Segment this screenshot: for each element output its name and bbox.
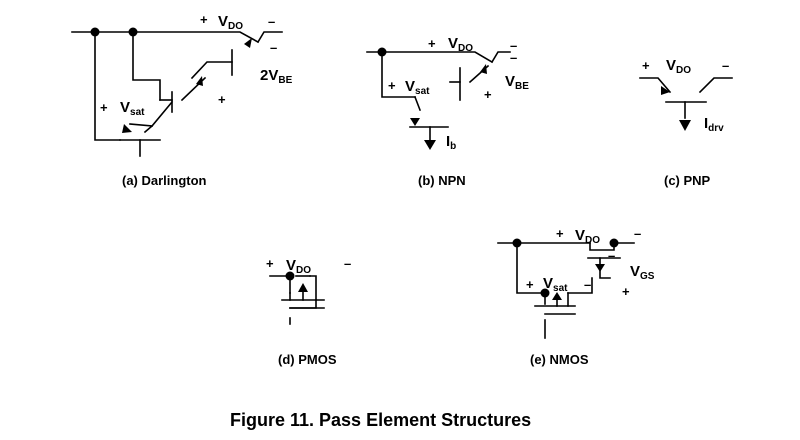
vdo-label: VDO (575, 227, 600, 246)
emitter-arrow-icon (480, 64, 487, 74)
vdo-label: VDO (218, 13, 243, 32)
nmos-arrow-icon (552, 292, 562, 300)
vsat-minus-sign: – (584, 277, 591, 292)
current-arrow-icon (424, 140, 436, 150)
vdo-plus-sign: + (642, 58, 650, 73)
emitter-arrow-icon (196, 76, 203, 86)
emitter-arrow-icon (122, 124, 132, 133)
vdo-plus-sign: + (266, 256, 274, 271)
ib-label: Ib (446, 133, 456, 152)
vsat-label: Vsat (120, 99, 145, 118)
vdo-minus-sign: – (634, 226, 641, 241)
npn-circuit: + VDO – – VBE + + Vsat Ib (b) NPN (366, 35, 529, 188)
darlington-circuit: + VDO – – 2VBE + + Vsat (a) Darlington (71, 12, 293, 188)
vsat-label: Vsat (543, 275, 568, 294)
nmos-circuit: + VDO – – VGS + + Vsat – (e) NMOS (497, 226, 655, 367)
pnp-circuit: + VDO – Idrv (c) PNP (639, 57, 733, 188)
vdo-label: VDO (448, 35, 473, 54)
caption-nmos: (e) NMOS (530, 352, 589, 367)
vbe-plus-sign: + (218, 92, 226, 107)
vsat-plus-sign: + (526, 277, 534, 292)
vdo-minus-sign: – (268, 14, 275, 29)
junction-dot (285, 271, 295, 281)
vdo-plus-sign: + (428, 36, 436, 51)
caption-pnp: (c) PNP (664, 173, 711, 188)
vdo-label: VDO (666, 57, 691, 76)
vdo-minus-sign: – (344, 256, 351, 271)
figure-title: Figure 11. Pass Element Structures (230, 410, 531, 430)
vbe-plus-sign: + (484, 87, 492, 102)
vbe-minus-sign: – (510, 50, 517, 65)
vbe-minus-sign: – (270, 40, 277, 55)
current-arrow-icon (679, 120, 691, 131)
vdo-label: VDO (286, 257, 311, 276)
idrv-label: Idrv (704, 115, 724, 134)
two-vbe-label: 2VBE (260, 67, 293, 86)
pmos-circuit: + VDO – (d) PMOS (266, 256, 351, 367)
vgs-minus-sign: – (608, 248, 615, 263)
vdo-plus-sign: + (556, 226, 564, 241)
caption-darlington: (a) Darlington (122, 173, 207, 188)
vgs-label: VGS (630, 263, 655, 282)
vdo-minus-sign: – (510, 38, 517, 53)
vdo-minus-sign: – (722, 58, 729, 73)
vsat-label: Vsat (405, 78, 430, 97)
emitter-arrow-icon (410, 118, 420, 126)
emitter-arrow-icon (244, 38, 252, 48)
caption-pmos: (d) PMOS (278, 352, 337, 367)
vbe-label: VBE (505, 73, 529, 92)
vsat-plus-sign: + (100, 100, 108, 115)
emitter-arrow-icon (661, 86, 670, 95)
pmos-arrow-icon (298, 283, 308, 292)
vgs-plus-sign: + (622, 284, 630, 299)
vdo-plus-sign: + (200, 12, 208, 27)
nmos-arrow-icon (595, 264, 605, 272)
caption-npn: (b) NPN (418, 173, 466, 188)
vsat-plus-sign: + (388, 78, 396, 93)
